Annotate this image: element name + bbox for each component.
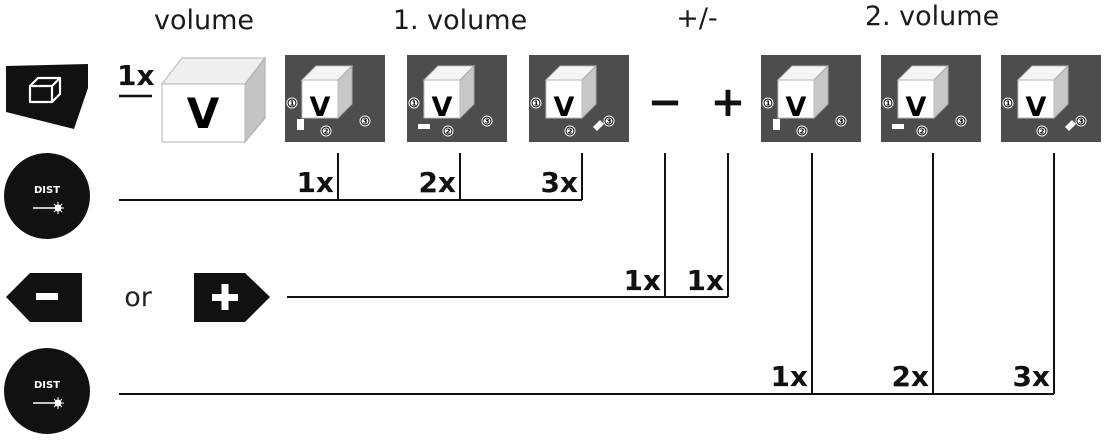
dist-button-2-icon[interactable]: DIST xyxy=(4,348,90,434)
svg-text:V: V xyxy=(906,92,927,123)
svg-text:2: 2 xyxy=(1040,128,1045,136)
svg-text:1: 1 xyxy=(766,100,771,108)
svg-text:1: 1 xyxy=(1006,100,1011,108)
svg-text:1: 1 xyxy=(290,100,295,108)
svg-text:3: 3 xyxy=(607,118,612,126)
svg-text:V: V xyxy=(786,92,807,123)
first-volume-count-3: 3x xyxy=(540,166,578,199)
svg-text:V: V xyxy=(1026,92,1047,123)
second-volume-count-2: 2x xyxy=(891,360,929,393)
plus-button-icon[interactable] xyxy=(194,273,270,322)
svg-text:V: V xyxy=(432,92,453,123)
minus-count: 1x xyxy=(623,264,661,297)
cube-letter: V xyxy=(187,89,220,138)
volume-cube-icon: V xyxy=(160,56,267,144)
dist-button-icon[interactable]: DIST xyxy=(4,153,90,239)
first-volume-press-lines xyxy=(119,153,583,201)
svg-text:1: 1 xyxy=(886,100,891,108)
svg-text:2: 2 xyxy=(568,128,573,136)
plus-sign: + xyxy=(710,77,745,126)
step-panel-v2-3: V 1 2 3 xyxy=(1001,55,1101,142)
first-volume-count-1: 1x xyxy=(296,166,334,199)
svg-text:3: 3 xyxy=(959,118,964,126)
or-text: or xyxy=(124,282,153,313)
plus-count: 1x xyxy=(686,264,724,297)
second-volume-count-3: 3x xyxy=(1012,360,1050,393)
second-volume-press-lines xyxy=(119,153,1055,395)
svg-text:DIST: DIST xyxy=(34,380,60,391)
adjust-press-lines xyxy=(287,153,729,298)
volume-mode-icon[interactable] xyxy=(6,64,88,129)
step-panel-v2-2: V 1 2 3 xyxy=(881,55,981,142)
svg-text:3: 3 xyxy=(363,118,368,126)
header-first-volume: 1. volume xyxy=(393,5,527,36)
minus-button-icon[interactable] xyxy=(6,273,82,322)
step-panel-v2-1: V 1 2 3 xyxy=(761,55,861,142)
svg-text:2: 2 xyxy=(324,128,329,136)
step-panel-v1-1: V 1 2 3 xyxy=(285,55,385,142)
svg-text:3: 3 xyxy=(839,118,844,126)
header-volume: volume xyxy=(154,5,254,36)
header-plus-minus: +/- xyxy=(676,3,717,34)
header-second-volume: 2. volume xyxy=(865,1,999,32)
svg-text:1: 1 xyxy=(412,100,417,108)
svg-text:3: 3 xyxy=(1079,118,1084,126)
svg-text:2: 2 xyxy=(446,128,451,136)
svg-text:3: 3 xyxy=(485,118,490,126)
svg-text:2: 2 xyxy=(800,128,805,136)
svg-text:2: 2 xyxy=(920,128,925,136)
mode-press-count: 1x xyxy=(117,59,155,92)
first-volume-count-2: 2x xyxy=(418,166,456,199)
step-panel-v1-2: V 1 2 3 xyxy=(407,55,507,142)
second-volume-count-1: 1x xyxy=(770,360,808,393)
svg-text:V: V xyxy=(310,92,331,123)
svg-text:V: V xyxy=(554,92,575,123)
minus-sign: − xyxy=(647,77,682,126)
svg-text:DIST: DIST xyxy=(34,185,60,196)
step-panel-v1-3: V 1 2 3 xyxy=(529,55,629,142)
svg-text:1: 1 xyxy=(534,100,539,108)
